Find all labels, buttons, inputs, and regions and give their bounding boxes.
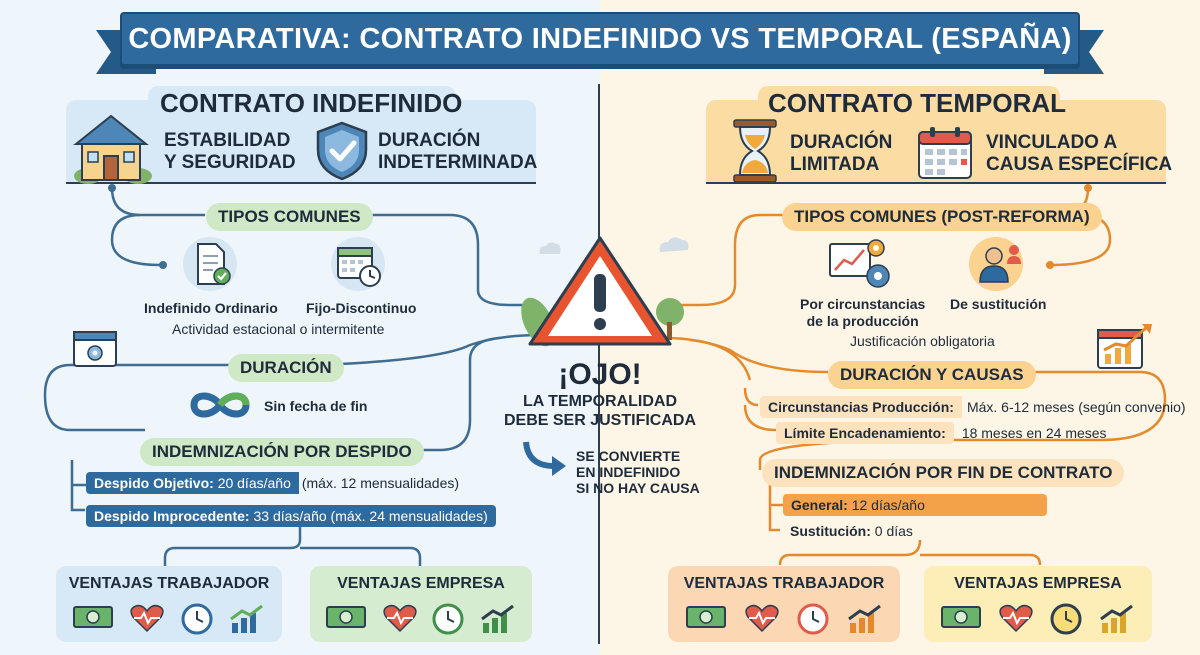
house-icon [73, 114, 152, 184]
temporal-feature-1: DURACIÓN LIMITADA [790, 132, 893, 175]
ventajas-trabajador-title: VENTAJAS TRABAJADOR [683, 575, 885, 592]
indefinido-title: CONTRATO INDEFINIDO [160, 88, 463, 118]
heart-pulse-icon [744, 604, 779, 633]
tipo-circunstancias: Por circunstancias de la producción [800, 296, 926, 329]
despido-improcedente-tag: Despido Improcedente: 33 días/año (máx. … [86, 505, 496, 527]
production-chart-gears-icon [829, 239, 890, 288]
tipos-comunes-label: TIPOS COMUNES [206, 203, 373, 231]
indemnizacion-despido-label: INDEMNIZACIÓN POR DESPIDO [140, 438, 424, 466]
heart-pulse-icon [999, 604, 1033, 633]
clock-icon [432, 603, 464, 635]
sustitucion-row: Sustitución: 0 días [790, 523, 913, 539]
center-divider [598, 84, 600, 644]
growth-chart-icon [847, 604, 881, 633]
indefinido-feature-2: DURACIÓN INDETERMINADA [378, 130, 538, 173]
despido-objetivo-note: (máx. 12 mensualidades) [301, 475, 460, 491]
growth-chart-icon [1097, 324, 1152, 369]
shield-check-icon [316, 121, 368, 181]
ventajas-icons [310, 603, 532, 635]
warning-icon [521, 236, 689, 347]
money-icon [941, 606, 981, 628]
growth-chart-icon [480, 604, 514, 633]
warning-subtitle: LA TEMPORALIDAD DEBE SER JUSTIFICADA [503, 393, 697, 429]
ventajas-trabajador-card-left: VENTAJAS TRABAJADOR [56, 566, 282, 642]
document-check-icon [183, 237, 237, 291]
tipo-fijo-discontinuo-note: Actividad estacional o intermitente [172, 321, 385, 337]
tipo-indefinido-ordinario: Indefinido Ordinario [144, 300, 278, 316]
ventajas-icons [668, 603, 900, 635]
money-icon [685, 606, 726, 628]
ventajas-empresa-card-left: VENTAJAS EMPRESA [310, 566, 532, 642]
calendar-gear-icon [73, 331, 117, 367]
growth-chart-icon [230, 604, 264, 633]
temporal-title-pill [758, 86, 1060, 120]
calendar-icon [918, 127, 972, 179]
duracion-label: DURACIÓN [228, 354, 344, 382]
despido-objetivo-row: Despido Objetivo: 20 días/año (máx. 12 m… [86, 472, 459, 494]
causa-circunstancias-value: Máx. 6-12 meses (según convenio) [966, 399, 1186, 415]
temporal-title: CONTRATO TEMPORAL [768, 88, 1067, 118]
clock-icon [797, 603, 828, 635]
causa-encadenamiento-tag: Límite Encadenamiento: [776, 422, 954, 444]
ventajas-empresa-title: VENTAJAS EMPRESA [954, 575, 1122, 592]
money-icon [72, 606, 113, 628]
indefinido-title-pill [148, 86, 456, 120]
calendar-clock-icon [331, 237, 385, 291]
causa-encadenamiento-value: 18 meses en 24 meses [961, 425, 1107, 441]
causa-circunstancias-tag: Circunstancias Producción: [760, 396, 962, 418]
general-tag: General: 12 días/año [783, 494, 1047, 516]
ventajas-trabajador-title: VENTAJAS TRABAJADOR [68, 575, 270, 592]
hourglass-icon [733, 119, 777, 183]
indefinido-feature-1: ESTABILIDAD Y SEGURIDAD [164, 130, 296, 173]
growth-chart-icon [1100, 604, 1133, 633]
temporal-feature-2: VINCULADO A CAUSA ESPECÍFICA [986, 132, 1173, 175]
ventajas-empresa-card-right: VENTAJAS EMPRESA [924, 566, 1152, 642]
title-banner: COMPARATIVA: CONTRATO INDEFINIDO VS TEMP… [120, 12, 1080, 66]
clock-icon [181, 603, 213, 635]
page-title: COMPARATIVA: CONTRATO INDEFINIDO VS TEMP… [128, 22, 1072, 55]
substitution-people-icon [969, 237, 1023, 291]
heart-pulse-icon [383, 604, 417, 633]
ventajas-icons [924, 603, 1152, 635]
indemnizacion-fin-label: INDEMNIZACIÓN POR FIN DE CONTRATO [762, 459, 1125, 487]
causa-circunstancias-row: Circunstancias Producción: Máx. 6-12 mes… [760, 396, 1186, 418]
despido-objetivo-tag: Despido Objetivo: 20 días/año [86, 472, 299, 494]
warning-title: ¡OJO! [558, 358, 642, 391]
tipos-comunes-postreforma-label: TIPOS COMUNES (POST-REFORMA) [782, 203, 1102, 231]
causa-encadenamiento-row: Límite Encadenamiento: 18 meses en 24 me… [776, 422, 1107, 444]
tipo-fijo-discontinuo: Fijo-Discontinuo [306, 300, 417, 316]
heart-pulse-icon [130, 604, 164, 633]
ventajas-icons [56, 603, 282, 635]
convert-note: SE CONVIERTE EN INDEFINIDO SI NO HAY CAU… [576, 448, 700, 496]
curved-arrow-icon [523, 441, 566, 476]
duracion-value: Sin fecha de fin [264, 398, 368, 414]
tipo-note: Justificación obligatoria [850, 333, 995, 349]
clock-icon [1050, 603, 1082, 635]
infinity-icon [190, 392, 250, 418]
money-icon [326, 606, 367, 628]
ventajas-empresa-title: VENTAJAS EMPRESA [337, 575, 505, 592]
duracion-causas-label: DURACIÓN Y CAUSAS [828, 361, 1036, 389]
tipo-sustitucion: De sustitución [950, 296, 1047, 312]
ventajas-trabajador-card-right: VENTAJAS TRABAJADOR [668, 566, 900, 642]
